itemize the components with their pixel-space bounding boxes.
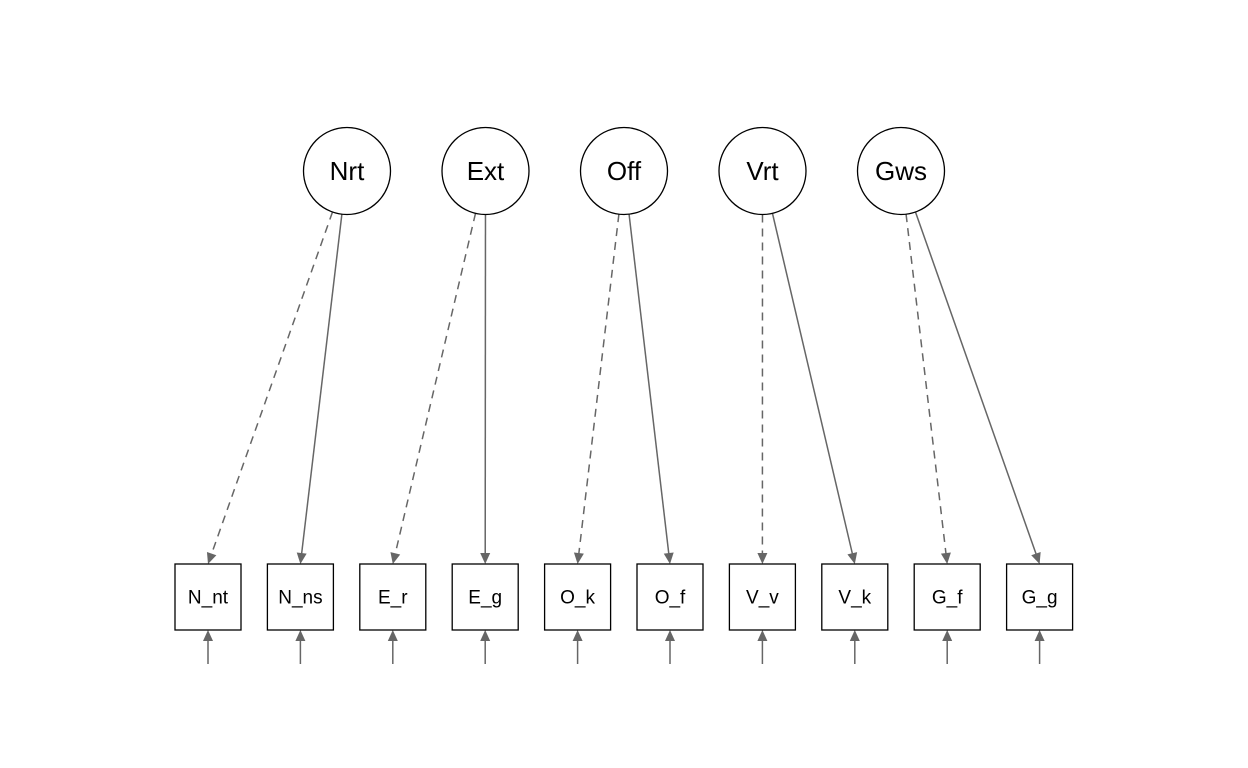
latent-gws: Gws: [856, 126, 946, 216]
indicator-box: [913, 563, 981, 631]
indicator-g-f: G_f: [913, 563, 981, 631]
arrow-head: [849, 630, 860, 641]
indicator-n-nt: N_nt: [174, 563, 242, 631]
latent-vrt: Vrt: [718, 126, 807, 216]
loading-edge-nrt-to-n-ns: [296, 214, 343, 564]
arrow-head: [940, 552, 951, 564]
residual-arrow-n-ns: [295, 630, 306, 664]
latent-circle: [441, 126, 530, 216]
loading-edge-off-to-o-f: [628, 214, 674, 564]
arrow-head: [1034, 630, 1045, 641]
arrow-head: [480, 630, 491, 641]
loading-line: [628, 214, 670, 556]
residual-arrow-e-g: [480, 630, 491, 664]
loading-edge-gws-to-g-g: [914, 211, 1041, 564]
arrow-head: [757, 630, 768, 641]
residual-arrow-v-k: [849, 630, 860, 664]
residual-arrows: [203, 630, 1045, 664]
loading-edge-nrt-to-n-nt: [206, 211, 334, 564]
indicator-label: N_ns: [278, 588, 322, 609]
arrow-head: [480, 553, 491, 564]
residual-arrow-o-k: [572, 630, 583, 664]
latent-circle: [856, 126, 946, 216]
indicator-box: [1005, 563, 1074, 631]
latent-label: Ext: [467, 156, 505, 186]
arrow-head: [757, 553, 768, 564]
indicator-label: G_f: [932, 588, 963, 609]
indicator-label: N_nt: [188, 588, 229, 609]
loading-line: [914, 211, 1038, 556]
indicator-label: E_r: [378, 588, 408, 609]
indicator-e-g: E_g: [451, 563, 519, 631]
arrow-head: [203, 630, 213, 641]
latent-circle: [302, 126, 392, 216]
arrow-head: [665, 630, 675, 641]
loading-edges: [206, 211, 1041, 564]
residual-arrow-n-nt: [203, 630, 213, 664]
indicator-v-k: V_k: [821, 563, 889, 631]
latent-circle: [718, 126, 807, 216]
arrow-head: [206, 551, 217, 564]
arrow-head: [296, 552, 307, 564]
latent-circle: [579, 126, 669, 216]
indicator-label: G_g: [1022, 588, 1058, 609]
indicator-o-k: O_k: [543, 563, 612, 631]
residual-arrow-e-r: [387, 630, 398, 664]
loading-edge-ext-to-e-r: [390, 213, 477, 564]
latent-label: Gws: [875, 156, 927, 186]
indicator-e-r: E_r: [359, 563, 427, 631]
loading-line: [905, 214, 947, 556]
latent-ext: Ext: [441, 126, 530, 216]
latent-label: Nrt: [330, 156, 365, 186]
loading-edge-ext-to-e-g: [480, 214, 491, 564]
residual-arrow-v-v: [757, 630, 768, 664]
arrow-head: [390, 552, 401, 564]
latent-nrt: Nrt: [302, 126, 392, 216]
indicator-box: [821, 563, 889, 631]
arrow-head: [942, 630, 953, 641]
loading-edge-vrt-to-v-v: [757, 214, 768, 564]
loading-line: [210, 211, 334, 556]
arrow-head: [1031, 551, 1041, 564]
indicator-o-f: O_f: [636, 563, 704, 631]
indicator-n-ns: N_ns: [266, 563, 335, 631]
indicator-label: O_f: [655, 588, 686, 609]
indicator-box: [451, 563, 519, 631]
arrow-head: [572, 630, 583, 641]
indicator-box: [636, 563, 704, 631]
indicator-box: [359, 563, 427, 631]
loading-line: [300, 214, 343, 556]
indicator-label: O_k: [560, 588, 595, 609]
arrow-head: [847, 552, 858, 564]
indicator-box: [543, 563, 612, 631]
indicator-g-g: G_g: [1005, 563, 1074, 631]
latent-factors: Nrt Ext Off Vrt Gws: [302, 126, 946, 216]
loading-edge-vrt-to-v-k: [771, 213, 858, 564]
loading-edge-gws-to-g-f: [905, 214, 951, 564]
indicator-label: V_v: [746, 588, 779, 609]
arrow-head: [387, 630, 398, 641]
latent-off: Off: [579, 126, 669, 216]
arrow-head: [573, 552, 584, 564]
residual-arrow-o-f: [665, 630, 675, 664]
residual-arrow-g-g: [1034, 630, 1045, 664]
indicator-box: [728, 563, 797, 631]
latent-label: Off: [607, 156, 642, 186]
indicator-v-v: V_v: [728, 563, 797, 631]
arrow-head: [295, 630, 306, 641]
latent-label: Vrt: [746, 156, 779, 186]
observed-indicators: N_nt N_ns E_r E_g O_k O_f V_v V_k G_f G_g: [174, 563, 1074, 631]
loading-edge-off-to-o-k: [573, 214, 620, 564]
indicator-box: [174, 563, 242, 631]
indicator-box: [266, 563, 335, 631]
loading-line: [577, 214, 620, 556]
indicator-label: E_g: [468, 588, 502, 609]
arrow-head: [663, 552, 674, 564]
loading-line: [771, 213, 854, 556]
residual-arrow-g-f: [942, 630, 953, 664]
indicator-label: V_k: [838, 588, 871, 609]
loading-line: [394, 213, 477, 556]
